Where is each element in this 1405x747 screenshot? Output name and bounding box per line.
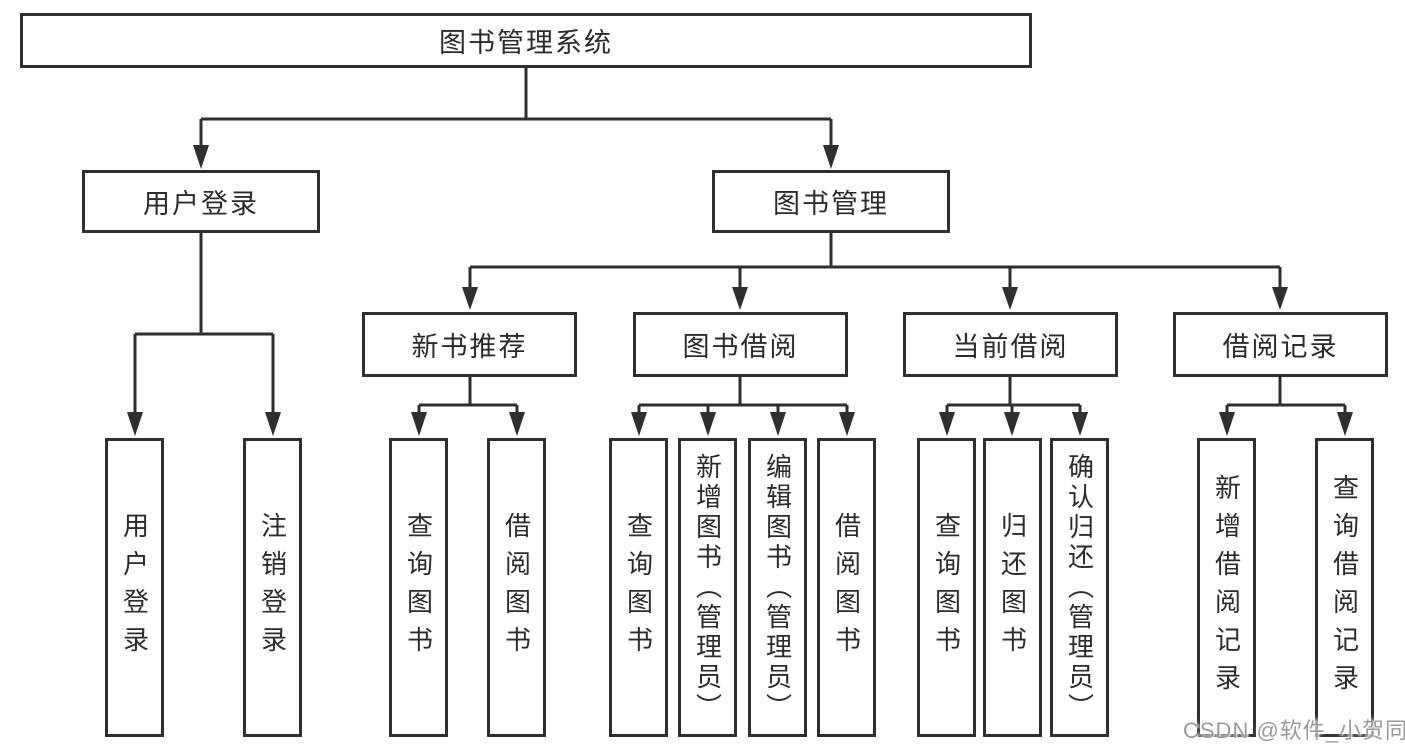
leaf-add-book-admin-label: 新增图书（管理员） (692, 452, 723, 723)
arrow-down-icon (1219, 412, 1235, 436)
arrow-down-icon (1004, 412, 1020, 436)
arrow-down-icon (1072, 412, 1088, 436)
arrow-down-icon (265, 412, 281, 436)
arrow-down-icon (411, 412, 427, 436)
csdn-watermark: CSDN @软件_小贺同学 (1183, 718, 1405, 743)
node-borrowing-records-label: 借阅记录 (1222, 332, 1339, 362)
leaf-confirm-return-admin-label: 确认归还（管理员） (1064, 452, 1095, 723)
arrow-down-icon (1337, 412, 1353, 436)
leaf-add-borrow-record-label: 新增借阅记录 (1211, 473, 1242, 702)
leaf-borrow-books-recommend: 借阅图书 (487, 438, 546, 737)
arrow-down-icon (839, 412, 855, 436)
leaf-query-borrow-record: 查询借阅记录 (1315, 438, 1374, 737)
leaf-query-books-borrowing: 查询图书 (609, 438, 668, 737)
connector-borrowing-to-leaves (637, 377, 849, 414)
node-new-book-recommend: 新书推荐 (362, 312, 577, 377)
leaf-query-books-recommend-label: 查询图书 (403, 511, 434, 664)
leaf-query-books-recommend: 查询图书 (389, 438, 448, 737)
arrow-down-icon (127, 412, 143, 436)
leaf-logout-label: 注销登录 (257, 511, 288, 664)
arrow-down-icon (770, 412, 786, 436)
connector-bookmgmt-to-level3 (468, 233, 1282, 289)
leaf-confirm-return-admin: 确认归还（管理员） (1050, 438, 1109, 737)
root-node-label: 图书管理系统 (439, 28, 613, 58)
leaf-user-login-label: 用户登录 (119, 511, 150, 664)
connector-userlogin-to-leaves (133, 233, 275, 414)
leaf-add-book-admin: 新增图书（管理员） (678, 438, 737, 737)
node-book-borrowing: 图书借阅 (633, 312, 848, 377)
leaf-query-books-current: 查询图书 (917, 438, 976, 737)
node-book-management: 图书管理 (712, 170, 950, 233)
arrow-down-icon (462, 287, 478, 310)
leaf-return-books: 归还图书 (983, 438, 1042, 737)
arrow-down-icon (823, 145, 839, 169)
arrow-down-icon (939, 412, 955, 436)
leaf-user-login: 用户登录 (105, 438, 164, 737)
arrow-down-icon (700, 412, 716, 436)
node-new-book-recommend-label: 新书推荐 (411, 332, 528, 362)
arrow-down-icon (631, 412, 647, 436)
node-current-borrowing: 当前借阅 (903, 312, 1118, 377)
root-node: 图书管理系统 (20, 13, 1032, 68)
node-book-borrowing-label: 图书借阅 (682, 332, 799, 362)
node-book-management-label: 图书管理 (773, 189, 889, 219)
leaf-edit-book-admin-label: 编辑图书（管理员） (762, 452, 793, 723)
connector-root-to-level2 (199, 68, 833, 147)
leaf-query-borrow-record-label: 查询借阅记录 (1329, 473, 1360, 702)
leaf-edit-book-admin: 编辑图书（管理员） (748, 438, 807, 737)
arrow-down-icon (1272, 287, 1288, 310)
arrow-down-icon (509, 412, 525, 436)
leaf-borrow-books-recommend-label: 借阅图书 (501, 511, 532, 664)
node-user-login-label: 用户登录 (143, 189, 259, 219)
leaf-query-books-current-label: 查询图书 (931, 511, 962, 664)
leaf-return-books-label: 归还图书 (997, 511, 1028, 664)
arrow-down-icon (1002, 287, 1018, 310)
leaf-add-borrow-record: 新增借阅记录 (1197, 438, 1256, 737)
arrow-down-icon (193, 145, 209, 169)
leaf-logout: 注销登录 (243, 438, 302, 737)
node-user-login: 用户登录 (82, 170, 320, 233)
leaf-query-books-borrowing-label: 查询图书 (623, 511, 654, 664)
connector-current-to-leaves (945, 377, 1082, 414)
node-current-borrowing-label: 当前借阅 (952, 332, 1069, 362)
leaf-borrow-books-borrowing: 借阅图书 (817, 438, 876, 737)
connector-newbook-to-leaves (417, 377, 519, 414)
leaf-borrow-books-borrowing-label: 借阅图书 (831, 511, 862, 664)
arrow-down-icon (732, 287, 748, 310)
connector-records-to-leaves (1225, 377, 1347, 414)
node-borrowing-records: 借阅记录 (1173, 312, 1388, 377)
arrowheads (127, 145, 1353, 436)
